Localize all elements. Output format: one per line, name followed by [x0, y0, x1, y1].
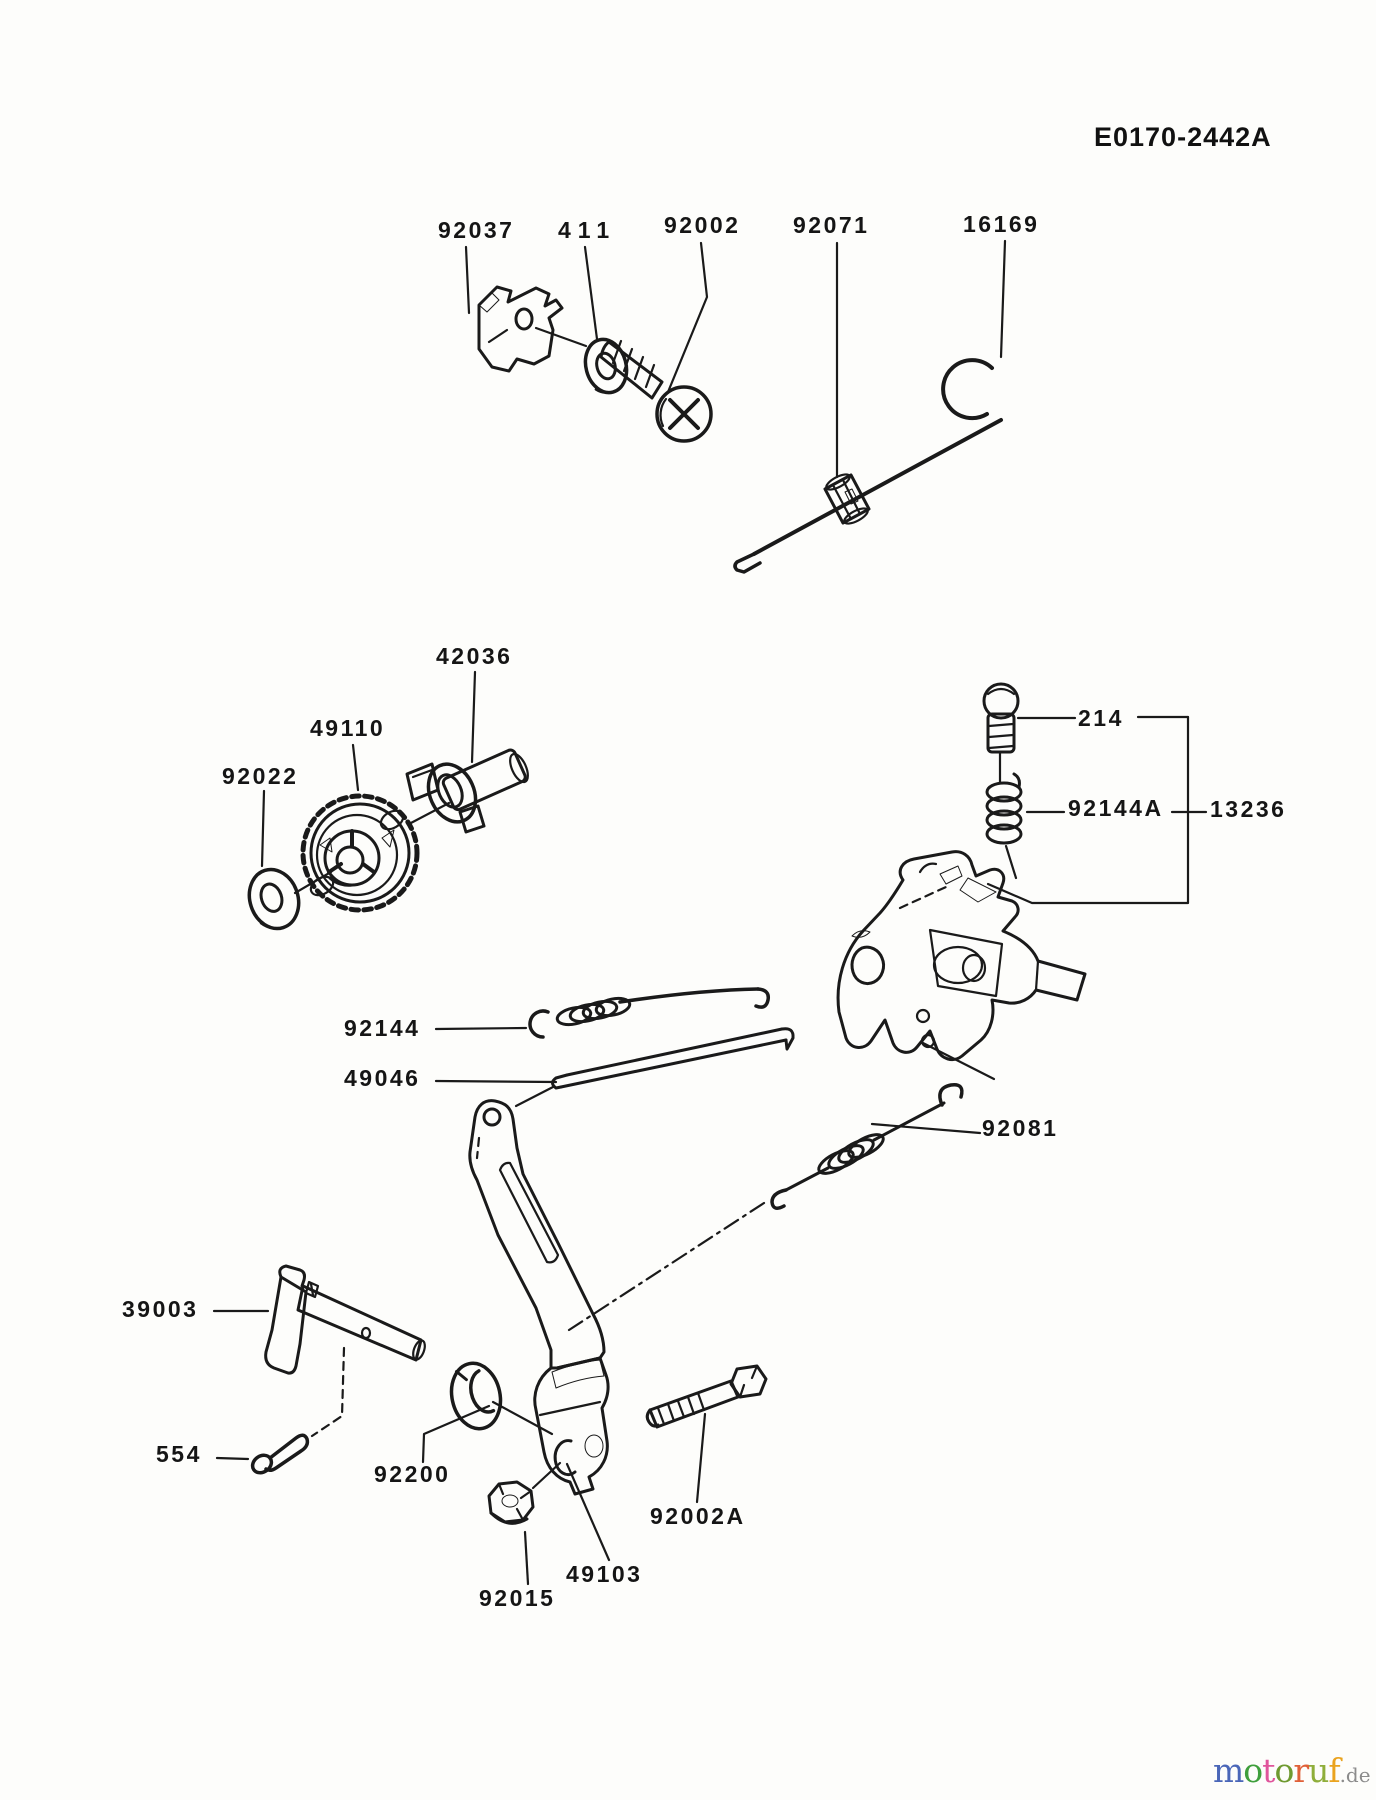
part-label-411: 411: [558, 217, 617, 243]
watermark-motoruf: motoruf.de: [1213, 1754, 1371, 1787]
part-drawing-92037-holder: [477, 285, 564, 373]
watermark-letter: u: [1308, 1751, 1329, 1790]
part-drawing-16169-rod: [733, 358, 1003, 574]
watermark-letter: o: [1243, 1751, 1263, 1790]
part-label-92015: 92015: [479, 1585, 556, 1611]
part-label-49103: 49103: [566, 1561, 643, 1587]
part-label-49110: 49110: [310, 715, 386, 741]
part-label-49046: 49046: [344, 1065, 421, 1091]
part-label-92037: 92037: [438, 217, 515, 243]
part-drawing-49046-rod: [551, 1027, 795, 1090]
part-label-92002A: 92002A: [650, 1503, 746, 1529]
part-label-92071: 92071: [793, 212, 870, 238]
part-label-13236: 13236: [1210, 796, 1287, 822]
part-drawing-92015-nut: [487, 1480, 535, 1525]
part-label-16169: 16169: [963, 211, 1040, 237]
part-drawing-92081-spring: [770, 1083, 964, 1210]
leader-lines: [212, 239, 1208, 1586]
part-drawing-214-screw: [982, 682, 1020, 754]
part-drawing-92144-spring: [528, 987, 771, 1039]
part-label-92200: 92200: [374, 1461, 451, 1487]
part-drawing-554-clip: [250, 1433, 310, 1475]
part-drawing-39003-rod: [264, 1264, 426, 1375]
diagram-code: E0170-2442A: [1094, 122, 1272, 152]
watermark-letter: f: [1328, 1751, 1340, 1790]
part-drawing-92002A-bolt: [645, 1364, 768, 1429]
part-drawing-49110-gear: [300, 793, 420, 913]
part-label-92081: 92081: [982, 1115, 1059, 1141]
watermark-letter: o: [1274, 1751, 1294, 1790]
part-label-92002: 92002: [664, 212, 741, 238]
part-drawing-92144A-spring: [985, 772, 1023, 845]
assembly-axis-lines: [293, 326, 1018, 1490]
part-label-39003: 39003: [122, 1296, 199, 1322]
part-label-92022: 92022: [222, 763, 299, 789]
part-drawing-42036-collar: [405, 748, 529, 834]
part-drawing-92200-washer: [449, 1361, 503, 1431]
watermark-letter: t: [1262, 1751, 1275, 1790]
part-label-92144: 92144: [344, 1015, 421, 1041]
part-label-42036: 42036: [436, 643, 513, 669]
part-label-92144A: 92144A: [1068, 795, 1164, 821]
watermark-letter: r: [1293, 1751, 1309, 1790]
part-drawing-92071-clamp: [823, 473, 871, 525]
part-label-554: 554: [156, 1441, 202, 1467]
watermark-letter: m: [1213, 1751, 1244, 1790]
watermark-tld: .de: [1339, 1763, 1371, 1787]
part-drawing-control-plate: [836, 850, 1087, 1061]
part-drawing-92002-bolt: [599, 339, 713, 443]
part-drawing-92022-washer: [247, 867, 301, 931]
part-drawing-49103-lever: [468, 1099, 610, 1496]
part-label-214: 214: [1078, 705, 1124, 731]
